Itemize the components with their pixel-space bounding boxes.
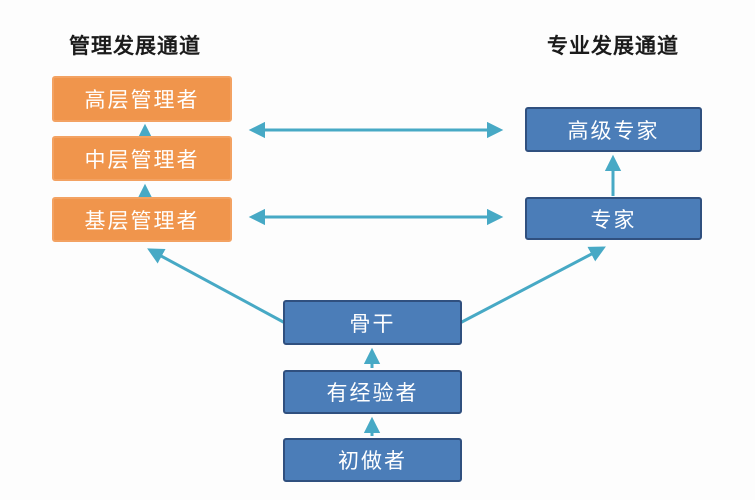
box-backbone: 骨干: [283, 300, 462, 345]
diagonal-arrow-backbone-to-expert: [457, 246, 606, 326]
box-frontline-manager: 基层管理者: [52, 197, 232, 242]
box-expert: 专家: [525, 197, 702, 240]
box-beginner: 初做者: [283, 438, 462, 482]
box-middle-manager: 中层管理者: [52, 136, 232, 181]
professional-channel-title: 专业发展通道: [547, 34, 679, 58]
box-senior-expert: 高级专家: [525, 107, 702, 152]
diagonal-arrow-backbone-to-frontline-manager: [147, 248, 288, 326]
box-senior-manager: 高层管理者: [52, 76, 232, 122]
management-channel-title: 管理发展通道: [69, 34, 201, 58]
box-experienced: 有经验者: [283, 370, 462, 414]
